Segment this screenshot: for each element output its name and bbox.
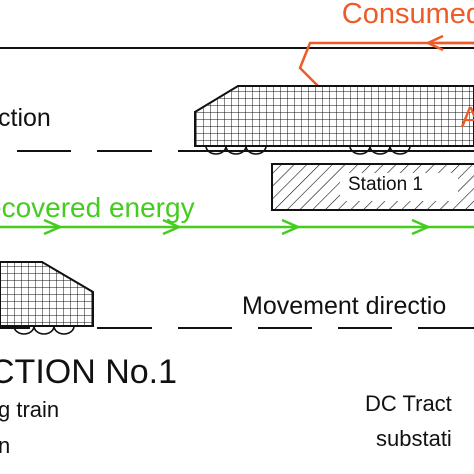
section-title: CTION No.1 bbox=[0, 353, 178, 391]
legend-line-1: g train bbox=[0, 397, 60, 422]
train-lower bbox=[0, 261, 94, 335]
train-lower-body bbox=[0, 261, 94, 327]
movement-direction-lower-label: Movement directio bbox=[242, 292, 447, 320]
consumed-energy-label: Consumed bbox=[341, 0, 474, 30]
station-label: Station 1 bbox=[348, 174, 423, 195]
train-upper-wheels bbox=[205, 145, 411, 155]
substation-label-line-1: DC Tract bbox=[365, 391, 452, 416]
recovered-energy-arrow bbox=[0, 218, 474, 236]
consumed-energy-partial-label: A bbox=[460, 102, 474, 134]
substation-label-line-2: substati bbox=[376, 426, 452, 451]
consumed-energy-arrow bbox=[298, 34, 474, 87]
movement-direction-upper-label: ction bbox=[0, 104, 51, 132]
train-upper-body bbox=[194, 85, 474, 147]
legend-line-2: n bbox=[0, 433, 11, 458]
train-upper bbox=[194, 85, 474, 155]
recovered-energy-label: ecovered energy bbox=[0, 192, 195, 223]
